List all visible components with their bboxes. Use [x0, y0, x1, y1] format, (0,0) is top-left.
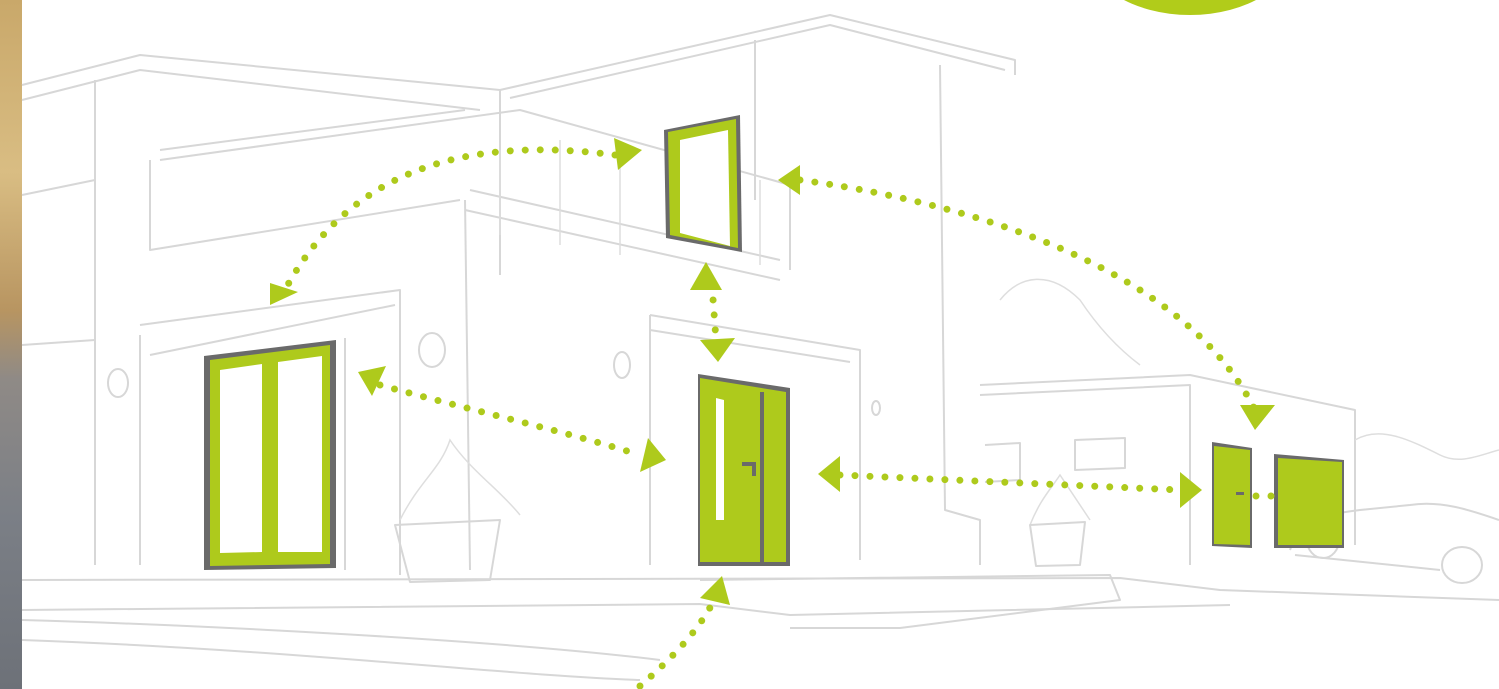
door-handle-icon [742, 462, 756, 466]
arrowhead-icon [818, 456, 840, 492]
front-door-main [698, 374, 790, 566]
arrowhead-icon [700, 338, 735, 362]
balcony-door-upper [664, 115, 742, 252]
arrowhead-icon [358, 366, 386, 396]
garage-gate [1274, 454, 1344, 548]
patio-door-left [204, 340, 336, 570]
arrowhead-icon [1240, 405, 1275, 430]
garage-side-door [1212, 442, 1252, 548]
arrowhead-icon [640, 438, 666, 472]
ground-outline [22, 575, 1499, 680]
arrowhead-icon [270, 283, 298, 305]
